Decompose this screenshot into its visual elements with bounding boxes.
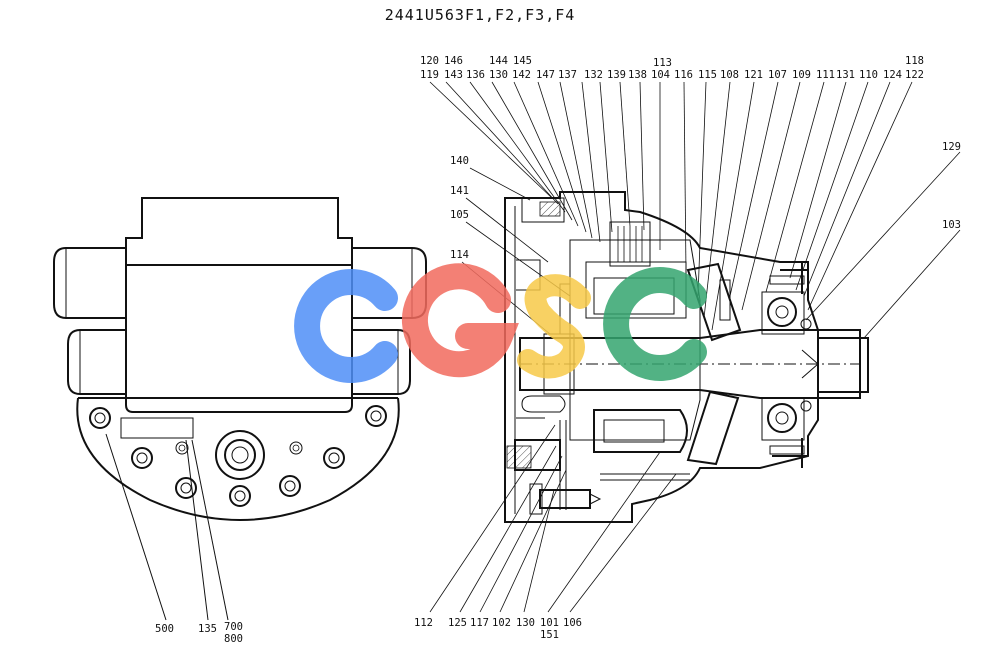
callout-145: 145 [513,55,532,67]
callout-144: 144 [489,55,508,67]
callout-114: 114 [450,249,469,261]
callout-124: 124 [883,69,902,81]
callout-108: 108 [720,69,739,81]
left-end-view [53,197,427,621]
callout-121: 121 [744,69,763,81]
leader-lines [429,81,961,613]
callout-130-b: 130 [516,617,535,629]
callout-140: 140 [450,155,469,167]
callout-120: 120 [420,55,439,67]
callout-138: 138 [628,69,647,81]
callout-111: 111 [816,69,835,81]
callout-139: 139 [607,69,626,81]
callout-113: 113 [653,57,672,69]
callout-101: 101 [540,617,559,629]
drawing-title: 2441U563F1,F2,F3,F4 [384,6,576,24]
callout-131: 131 [836,69,855,81]
watermark-letter-c1 [294,269,398,383]
callout-105: 105 [450,209,469,221]
callout-117: 117 [470,617,489,629]
callout-500: 500 [155,623,174,635]
callout-151: 151 [540,629,559,641]
callout-136: 136 [466,69,485,81]
callout-104: 104 [651,69,670,81]
callout-135: 135 [198,623,217,635]
callout-132: 132 [584,69,603,81]
callout-118: 118 [905,55,924,67]
watermark-letter-s [517,274,591,379]
left-view-callouts: 500 135 700 800 [155,621,243,645]
callout-129: 129 [942,141,961,153]
bottom-callouts: 112 125 117 102 130 101 106 151 [414,617,582,641]
callout-116: 116 [674,69,693,81]
callout-130: 130 [489,69,508,81]
callout-125: 125 [448,617,467,629]
top-callout-row2: 119 143 136 130 142 147 137 132 139 138 … [420,69,924,81]
callout-700: 700 [224,621,243,633]
callout-103: 103 [942,219,961,231]
callout-122: 122 [905,69,924,81]
callout-142: 142 [512,69,531,81]
top-callout-row1: 120 146 144 145 113 118 [420,55,924,69]
callout-800: 800 [224,633,243,645]
cgsc-watermark [294,263,707,383]
callout-115: 115 [698,69,717,81]
callout-102: 102 [492,617,511,629]
watermark-letter-g [401,263,519,378]
callout-107: 107 [768,69,787,81]
callout-119: 119 [420,69,439,81]
watermark-letter-c2 [603,267,707,381]
callout-112: 112 [414,617,433,629]
callout-146: 146 [444,55,463,67]
callout-109: 109 [792,69,811,81]
callout-106: 106 [563,617,582,629]
callout-143: 143 [444,69,463,81]
callout-137: 137 [558,69,577,81]
side-callouts: 140 141 105 114 129 103 [450,141,961,261]
callout-141: 141 [450,185,469,197]
callout-147: 147 [536,69,555,81]
callout-110: 110 [859,69,878,81]
